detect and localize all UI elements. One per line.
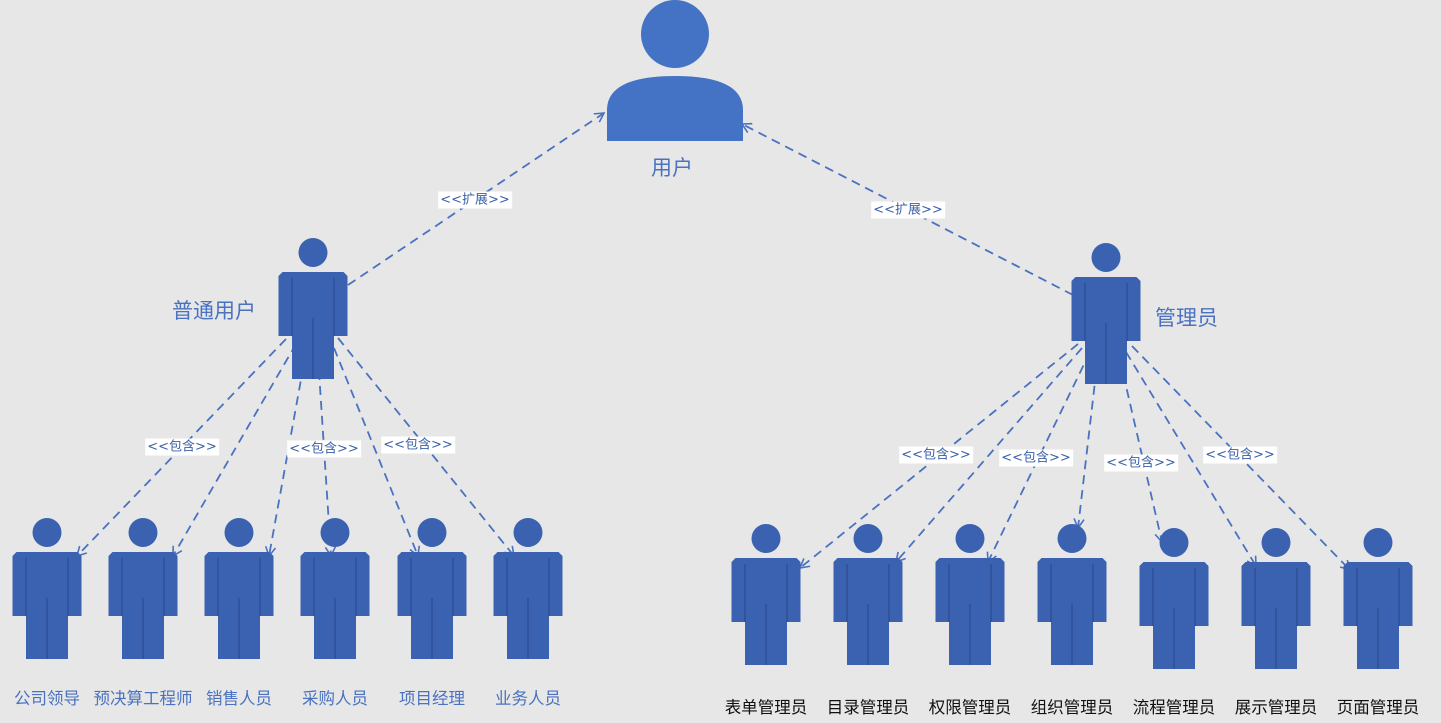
root-user-icon xyxy=(607,0,743,141)
admin-child-icon-6 xyxy=(1343,528,1413,669)
admin-child-icon-0 xyxy=(731,524,801,665)
admin-child-label-4: 流程管理员 xyxy=(1132,698,1216,717)
normal-user-child-label-2: 销售人员 xyxy=(206,689,272,708)
figures xyxy=(12,0,1413,669)
relation-label-include-right-4: <<包含>> xyxy=(1203,446,1277,464)
normal-user-child-label-4: 项目经理 xyxy=(399,689,465,708)
admin-child-icon-4 xyxy=(1139,528,1209,669)
admin-label: 管理员 xyxy=(1155,306,1218,330)
admin-child-label-5: 展示管理员 xyxy=(1234,698,1318,717)
admin-child-icon-3 xyxy=(1037,524,1107,665)
normal-user-child-label-5: 业务人员 xyxy=(495,689,561,708)
edge-include-normal-user-1 xyxy=(172,343,297,558)
relation-label-include-left-2: <<包含>> xyxy=(287,440,361,458)
edge-include-admin-1 xyxy=(894,347,1083,564)
normal-user-child-icon-0 xyxy=(12,518,82,659)
admin-icon xyxy=(1071,243,1141,384)
relation-label-include-right-2: <<包含>> xyxy=(999,449,1073,467)
admin-child-label-6: 页面管理员 xyxy=(1336,698,1420,717)
relation-label-extend-left: <<扩展>> xyxy=(438,191,512,209)
admin-child-label-0: 表单管理员 xyxy=(724,698,808,717)
edge-include-normal-user-4 xyxy=(333,347,421,558)
root-user-label: 用户 xyxy=(651,156,693,180)
normal-user-child-icon-1 xyxy=(108,518,178,659)
normal-user-child-label-1: 预决算工程师 xyxy=(93,689,193,708)
relation-label-extend-right: <<扩展>> xyxy=(871,201,945,219)
admin-child-icon-2 xyxy=(935,524,1005,665)
normal-user-child-icon-2 xyxy=(204,518,274,659)
normal-user-child-label-0: 公司领导 xyxy=(14,689,80,708)
admin-child-icon-5 xyxy=(1241,528,1311,669)
relation-label-include-right-3: <<包含>> xyxy=(1104,454,1178,472)
edge-include-admin-2 xyxy=(986,351,1091,564)
relation-label-include-right-1: <<包含>> xyxy=(899,446,973,464)
relation-label-include-left-1: <<包含>> xyxy=(145,438,219,456)
normal-user-label: 普通用户 xyxy=(172,299,256,323)
admin-child-label-3: 组织管理员 xyxy=(1030,698,1114,717)
edge-include-normal-user-2 xyxy=(264,351,307,558)
normal-user-icon xyxy=(278,238,348,379)
admin-child-icon-1 xyxy=(833,524,903,665)
edge-include-admin-4 xyxy=(1119,359,1166,544)
relation-label-include-left-3: <<包含>> xyxy=(381,436,455,454)
normal-user-child-label-3: 采购人员 xyxy=(302,689,368,708)
admin-child-label-1: 目录管理员 xyxy=(826,698,910,717)
edge-include-admin-5 xyxy=(1125,351,1257,568)
edges xyxy=(75,112,1352,572)
normal-user-child-icon-5 xyxy=(493,518,563,659)
normal-user-child-icon-4 xyxy=(397,518,467,659)
admin-child-label-2: 权限管理员 xyxy=(928,698,1012,717)
normal-user-child-icon-3 xyxy=(300,518,370,659)
